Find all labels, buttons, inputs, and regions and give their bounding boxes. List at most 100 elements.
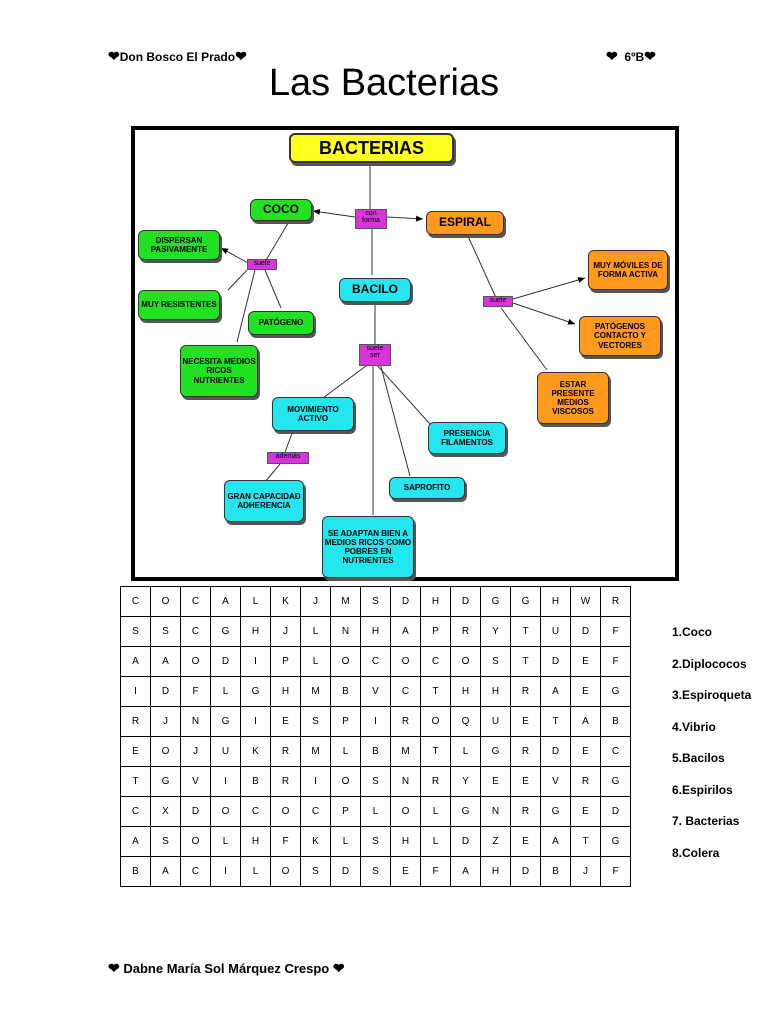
grid-cell: Z — [480, 826, 511, 857]
grid-cell: G — [480, 586, 511, 617]
grid-cell: U — [540, 616, 571, 647]
grid-cell: L — [330, 736, 361, 767]
grid-cell: S — [300, 706, 331, 737]
grid-cell: H — [480, 856, 511, 887]
grid-cell: J — [300, 586, 331, 617]
heart-icon: ❤ — [606, 48, 618, 64]
grid-cell: R — [510, 796, 541, 827]
heart-icon: ❤ — [644, 48, 656, 64]
grid-cell: I — [240, 646, 271, 677]
grid-cell: A — [150, 856, 181, 887]
grid-cell: F — [600, 646, 631, 677]
grid-cell: G — [240, 676, 271, 707]
author-footer: ❤ Dabne María Sol Márquez Crespo ❤ — [108, 960, 345, 977]
grid-cell: C — [360, 646, 391, 677]
grid-cell: Y — [480, 616, 511, 647]
grid-cell: A — [120, 646, 151, 677]
link-con-forma: con forma — [355, 209, 387, 229]
grid-cell: S — [150, 826, 181, 857]
grid-cell: D — [390, 586, 421, 617]
grid-cell: P — [270, 646, 301, 677]
grid-cell: E — [570, 646, 601, 677]
grid-cell: L — [210, 676, 241, 707]
grid-cell: D — [510, 856, 541, 887]
grid-cell: J — [180, 736, 211, 767]
word-list-item: 8.Colera — [672, 845, 720, 860]
grid-cell: G — [540, 796, 571, 827]
grid-cell: G — [210, 616, 241, 647]
word-list-item: 1.Coco — [672, 625, 713, 639]
grid-cell: A — [150, 646, 181, 677]
grid-cell: R — [600, 586, 631, 617]
grid-cell: O — [420, 706, 451, 737]
node-espiral: ESPIRAL — [426, 211, 504, 235]
heart-icon: ❤ — [108, 48, 120, 64]
grid-cell: A — [210, 586, 241, 617]
grid-cell: J — [150, 706, 181, 737]
grid-cell: R — [270, 736, 301, 767]
word-list-item: 7. Bacterias — [672, 814, 740, 828]
grid-cell: E — [510, 826, 541, 857]
grid-cell: K — [240, 736, 271, 767]
grid-cell: B — [600, 706, 631, 737]
grid-cell: O — [180, 826, 211, 857]
grid-cell: R — [390, 706, 421, 737]
grid-cell: F — [420, 856, 451, 887]
grid-cell: R — [120, 706, 151, 737]
school-header: ❤Don Bosco El Prado❤ — [108, 48, 247, 65]
grid-cell: H — [450, 676, 481, 707]
node-resistentes: MUY RESISTENTES — [138, 290, 220, 320]
grid-cell: E — [570, 796, 601, 827]
heart-icon: ❤ — [332, 960, 345, 976]
grid-cell: G — [510, 586, 541, 617]
grid-cell: L — [330, 826, 361, 857]
grid-cell: S — [360, 586, 391, 617]
grid-cell: E — [570, 736, 601, 767]
grid-cell: L — [210, 826, 241, 857]
grid-cell: L — [450, 736, 481, 767]
grid-cell: A — [540, 826, 571, 857]
grid-cell: T — [420, 736, 451, 767]
grid-cell: H — [540, 586, 571, 617]
grid-cell: E — [570, 676, 601, 707]
grid-cell: B — [540, 856, 571, 887]
author-name: Dabne María Sol Márquez Crespo — [123, 961, 330, 976]
school-name: Don Bosco El Prado — [119, 50, 236, 64]
node-coco: COCO — [250, 199, 312, 221]
grid-cell: S — [480, 646, 511, 677]
grid-cell: C — [120, 586, 151, 617]
grid-cell: V — [360, 676, 391, 707]
grid-cell: U — [210, 736, 241, 767]
page-title: Las Bacterias — [268, 62, 500, 104]
grid-cell: C — [390, 676, 421, 707]
grid-cell: T — [420, 676, 451, 707]
grid-cell: W — [570, 586, 601, 617]
grid-cell: O — [330, 646, 361, 677]
connector-lines — [220, 162, 586, 515]
node-filamentos: PRESENCIA FILAMENTOS — [428, 422, 506, 454]
grid-cell: D — [540, 736, 571, 767]
grid-cell: H — [480, 676, 511, 707]
grid-cell: I — [210, 766, 241, 797]
grid-cell: C — [180, 586, 211, 617]
grid-cell: H — [390, 826, 421, 857]
grid-cell: N — [180, 706, 211, 737]
grid-cell: P — [330, 706, 361, 737]
grid-cell: E — [480, 766, 511, 797]
grid-cell: Y — [450, 766, 481, 797]
grid-cell: H — [270, 676, 301, 707]
grid-cell: R — [510, 676, 541, 707]
grid-cell: B — [360, 736, 391, 767]
grid-cell: M — [330, 586, 361, 617]
grid-cell: G — [150, 766, 181, 797]
grid-cell: D — [600, 796, 631, 827]
concept-map: BACTERIAS con forma COCO ESPIRAL BACILO … — [131, 126, 679, 581]
grid-cell: I — [210, 856, 241, 887]
grid-cell: B — [120, 856, 151, 887]
node-adaptan: SE ADAPTAN BIEN A MEDIOS RICOS COMO POBR… — [322, 516, 414, 578]
grid-cell: T — [570, 826, 601, 857]
